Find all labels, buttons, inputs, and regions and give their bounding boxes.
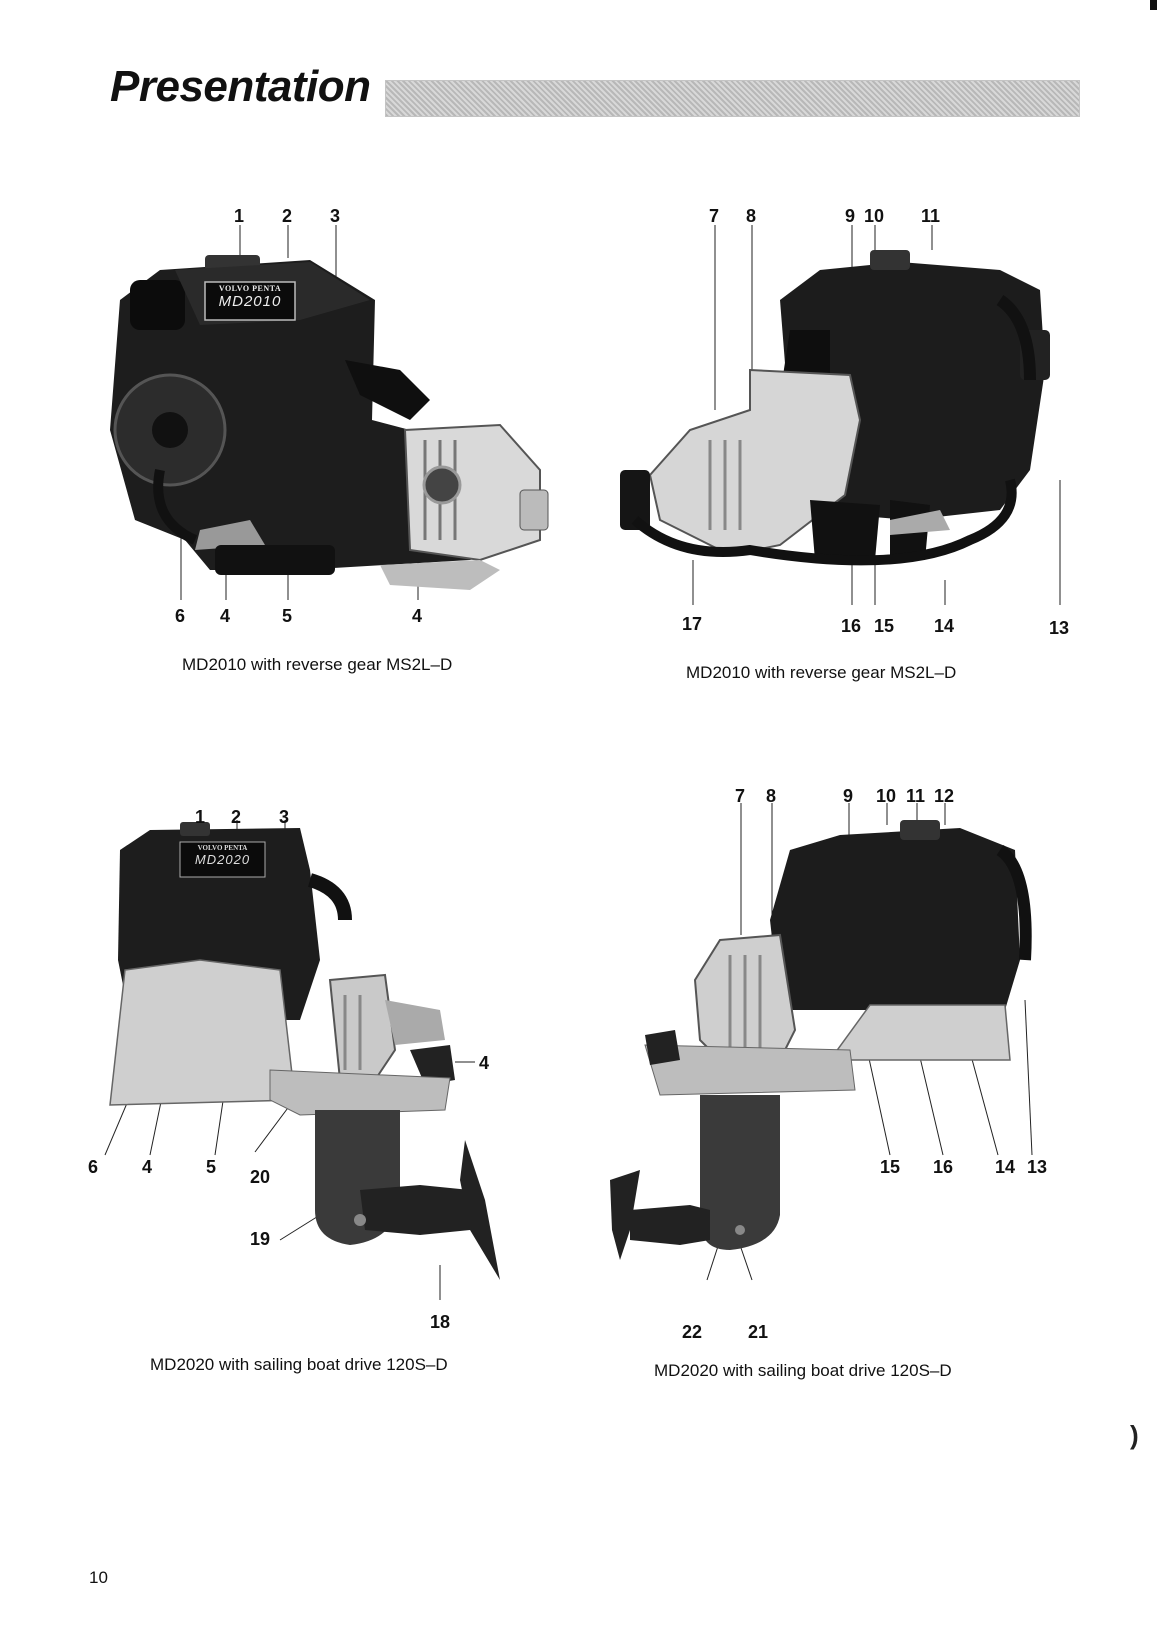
engine-illustration-md2010-left [110,225,549,600]
callout-15: 15 [874,616,895,636]
callout-4: 4 [479,1053,490,1073]
callout-2: 2 [231,807,242,827]
callout-13: 13 [1049,618,1070,638]
callout-4: 4 [412,606,423,626]
callout-3: 3 [279,807,290,827]
callout-19: 19 [250,1229,271,1249]
scan-artifact [1150,0,1157,10]
callout-4: 4 [142,1157,153,1177]
callout-10: 10 [876,786,897,806]
callout-11: 11 [906,786,926,806]
callout-18: 18 [430,1312,451,1332]
brand-plate: VOLVO PENTA MD2010 [205,284,295,310]
engine-illustration-md2020-right [610,803,1033,1281]
callout-15: 15 [880,1157,901,1177]
model-text: MD2010 [218,293,282,310]
callout-6: 6 [88,1157,99,1177]
callout-8: 8 [746,206,757,226]
callout-14: 14 [995,1157,1016,1177]
callout-1: 1 [234,206,245,226]
brand-text: VOLVO PENTA [197,844,248,852]
figure-caption: MD2020 with sailing boat drive 120S–D [150,1355,448,1374]
callout-1: 1 [195,807,206,827]
callout-9: 9 [845,206,856,226]
figure-md2010-left: VOLVO PENTA MD2010 1 2 3 6 4 5 4 MD2010 … [0,0,600,700]
figure-caption: MD2010 with reverse gear MS2L–D [182,655,453,674]
callout-9: 9 [843,786,854,806]
brand-text: VOLVO PENTA [218,284,282,293]
callout-20: 20 [250,1167,271,1187]
callout-2: 2 [282,206,293,226]
callout-6: 6 [175,606,186,626]
callout-22: 22 [682,1322,703,1342]
callout-5: 5 [206,1157,217,1177]
callout-7: 7 [735,786,746,806]
figure-caption: MD2020 with sailing boat drive 120S–D [654,1361,952,1380]
callout-11: 11 [921,206,941,226]
callout-3: 3 [330,206,341,226]
callout-7: 7 [709,206,720,226]
model-text: MD2020 [194,852,251,867]
figure-caption: MD2010 with reverse gear MS2L–D [686,663,957,682]
callout-21: 21 [748,1322,769,1342]
figure-md2020-right: 7 8 9 10 11 12 15 16 14 13 22 21 MD2020 … [600,760,1157,1400]
scan-artifact: ) [1130,1420,1139,1450]
figure-md2010-right: 7 8 9 10 11 17 16 15 14 13 MD2010 with r… [600,0,1157,700]
callout-16: 16 [933,1157,954,1177]
figure-md2020-left: VOLVO PENTA MD2020 1 2 3 4 6 4 5 20 19 1… [0,760,600,1400]
callout-4: 4 [220,606,231,626]
title-rule [385,80,1080,117]
engine-illustration-md2020-left [104,820,500,1300]
page-number: 10 [89,1568,108,1587]
callout-17: 17 [682,614,703,634]
callout-10: 10 [864,206,885,226]
callout-13: 13 [1027,1157,1048,1177]
callout-8: 8 [766,786,777,806]
brand-plate: VOLVO PENTA MD2020 [180,844,265,867]
engine-illustration-md2010-right [620,225,1061,605]
callout-5: 5 [282,606,293,626]
page-title: Presentation [110,62,371,111]
callout-16: 16 [841,616,862,636]
callout-14: 14 [934,616,955,636]
callout-12: 12 [934,786,955,806]
